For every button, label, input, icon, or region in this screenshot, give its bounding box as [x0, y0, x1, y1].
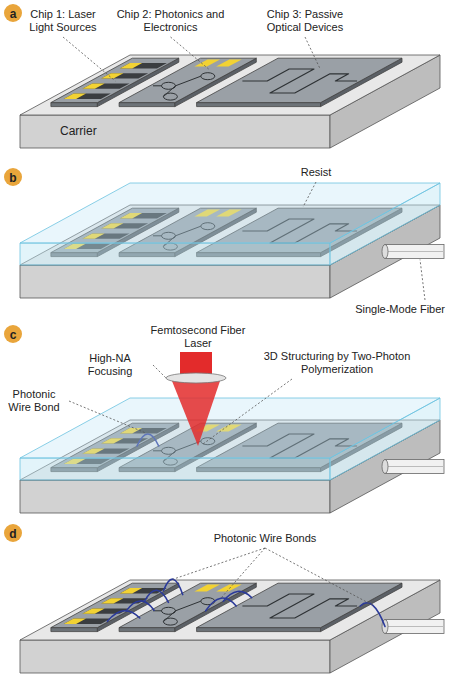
callout-label: Resist: [286, 166, 346, 179]
laser-pad: [120, 63, 142, 68]
panel-letter: c: [4, 325, 22, 343]
callout-label: Carrier: [60, 125, 140, 138]
ring-resonator: [201, 73, 215, 80]
chip-passive-front: [197, 103, 321, 107]
laser-pad: [82, 83, 104, 88]
panel-letter: d: [4, 524, 22, 542]
panel-letter: a: [4, 4, 22, 22]
resist-front: [20, 458, 330, 480]
leader-line: [265, 548, 373, 605]
callout-label: Photonic Wire Bond: [2, 388, 66, 414]
panel-letter-text: c: [10, 328, 17, 342]
laser-pad: [101, 598, 123, 603]
photonic-wire-bond: [360, 603, 385, 627]
bond-pad: [216, 584, 242, 591]
leader-line: [203, 379, 292, 444]
photonic-wire-bond: [206, 598, 237, 611]
laser-pad: [101, 73, 123, 78]
femtosecond-laser-beam: [180, 352, 212, 374]
carrier-top: [20, 55, 440, 115]
laser-stripe: [82, 83, 129, 88]
resist-front: [20, 243, 330, 265]
waveguide: [163, 611, 175, 622]
panel-letter-text: b: [9, 171, 16, 185]
focused-beam: [172, 381, 220, 446]
laser-stripe: [64, 94, 111, 99]
chip-passive: [197, 58, 402, 102]
waveguide: [176, 601, 201, 611]
chip-laser-front: [51, 628, 98, 632]
single-mode-fiber: [385, 620, 444, 634]
laser-stripe: [120, 63, 167, 68]
leader-line: [69, 401, 146, 433]
objective-lens: [166, 373, 226, 383]
callout-label: Chip 1: Laser Light Sources: [26, 8, 100, 34]
laser-pad: [120, 588, 142, 593]
carrier-top: [20, 580, 440, 640]
laser-pad: [64, 619, 86, 624]
waveguide: [176, 76, 201, 86]
passive-waveguide: [242, 69, 357, 93]
waveguide: [163, 86, 175, 97]
bond-pad: [194, 584, 220, 591]
chip-photonics-front: [119, 103, 175, 107]
laser-pad: [82, 608, 104, 613]
carrier-front: [20, 115, 330, 148]
single-mode-fiber: [385, 460, 444, 474]
fiber-facet: [382, 460, 388, 474]
chip-photonics-front: [119, 628, 175, 632]
photonic-wire-bond: [223, 591, 251, 601]
photonic-wire-bond: [145, 590, 169, 602]
passive-waveguide: [242, 594, 357, 618]
resist-top: [20, 398, 440, 458]
fiber-core: [385, 466, 444, 467]
bond-pad: [216, 59, 242, 66]
carrier-front: [20, 480, 330, 513]
leader-line: [153, 365, 166, 378]
waveguide: [153, 85, 162, 86]
panel-letter-text: d: [9, 527, 16, 541]
callout-label: 3D Structuring by Two-Photon Polymerizat…: [262, 350, 412, 376]
leader-line: [303, 182, 316, 207]
leader-line: [420, 260, 425, 301]
ring-resonator: [201, 598, 215, 605]
resist-top: [20, 183, 440, 243]
leader-line: [305, 37, 320, 69]
laser-stripe: [64, 619, 111, 624]
laser-stripe: [101, 73, 148, 78]
carrier-front: [20, 265, 330, 298]
fiber-core: [385, 626, 444, 627]
callout-label: Single-Mode Fiber: [345, 303, 445, 316]
leader-line: [171, 37, 209, 69]
panel-letter-text: a: [10, 7, 17, 21]
callout-label: Chip 2: Photonics and Electronics: [108, 8, 233, 34]
photonic-wire-bond: [164, 579, 183, 594]
chip-passive: [197, 583, 402, 627]
chip-passive-front: [197, 628, 321, 632]
photonic-wire-bond: [107, 611, 139, 622]
callout-label: Photonic Wire Bonds: [200, 532, 330, 545]
photonic-wire-bond: [126, 601, 154, 611]
leader-line: [63, 37, 115, 81]
callout-label: High-NA Focusing: [70, 352, 150, 378]
panel-letter: b: [4, 168, 22, 186]
callout-label: Chip 3: Passive Optical Devices: [250, 8, 360, 34]
fiber-facet: [382, 245, 388, 259]
carrier-front: [20, 640, 330, 673]
fiber-core: [385, 251, 444, 252]
callout-label: Femtosecond Fiber Laser: [148, 324, 248, 350]
chip-laser-front: [51, 103, 98, 107]
laser-pad: [64, 94, 86, 99]
leader-line: [221, 548, 265, 598]
single-mode-fiber: [385, 245, 444, 259]
